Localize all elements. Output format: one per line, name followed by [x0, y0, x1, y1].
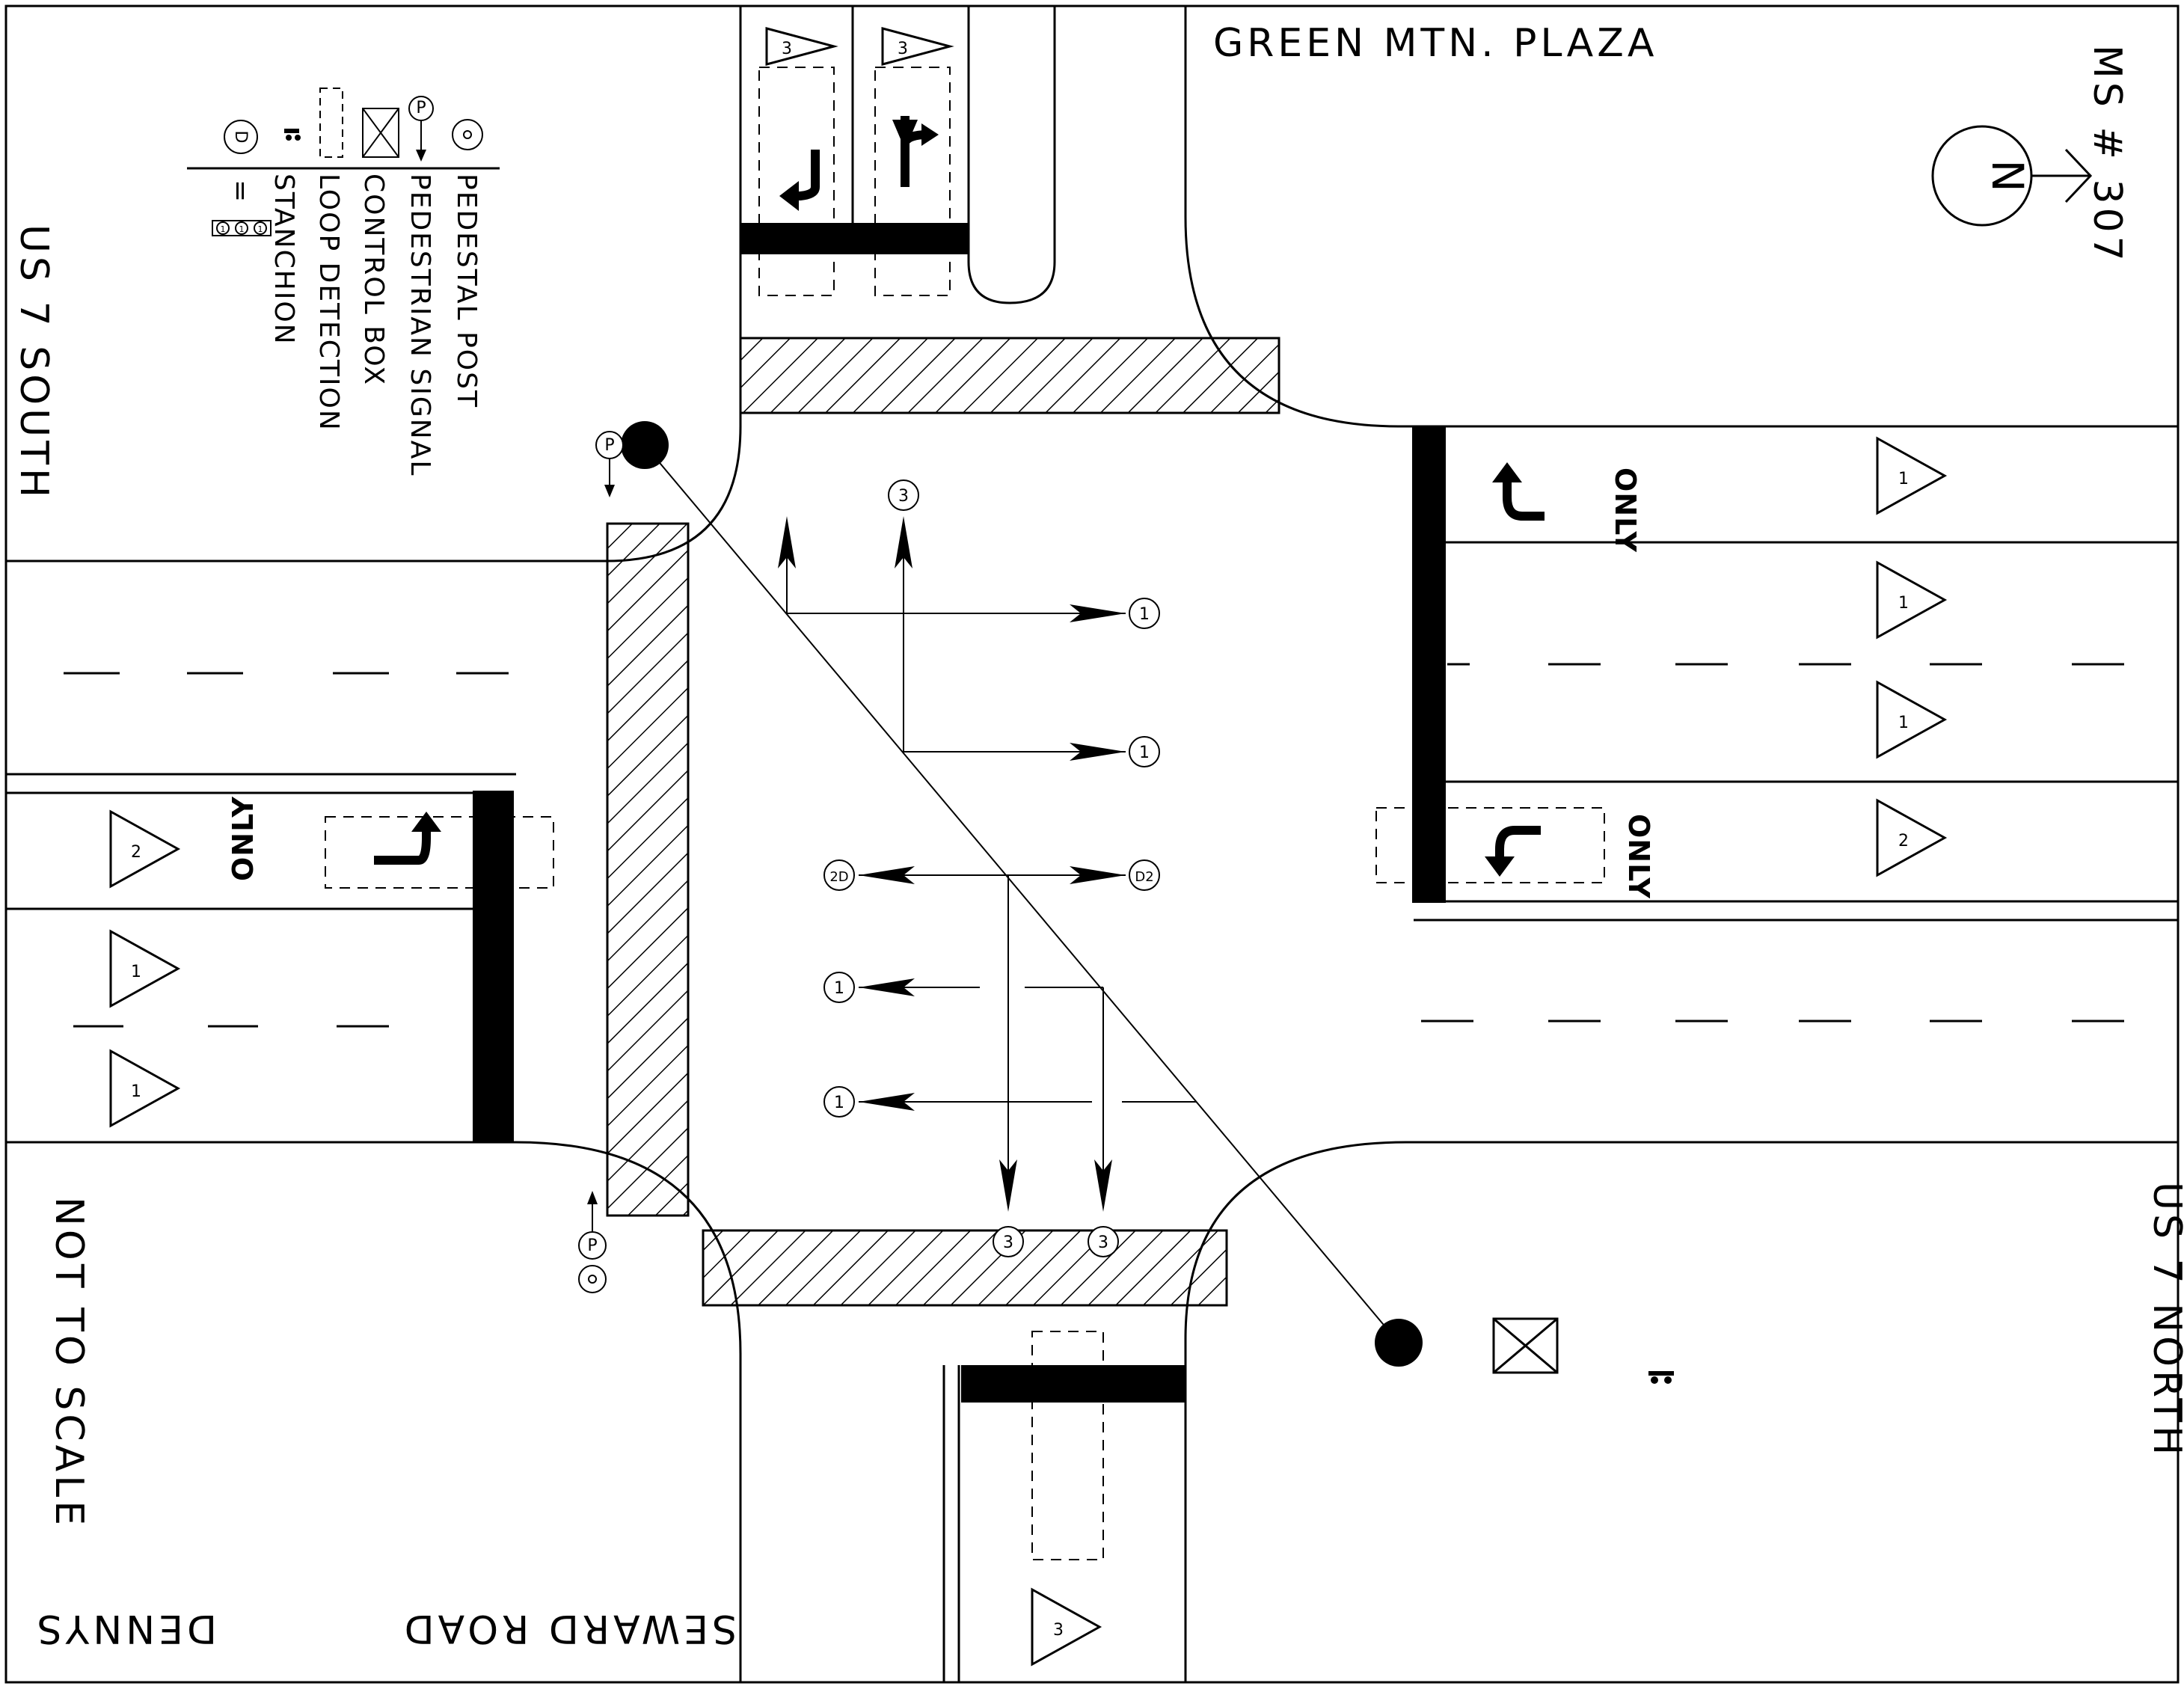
svg-text:D: D [231, 131, 250, 144]
legend-labels: PEDESTAL POST PEDESTRIAN SIGNAL CONTROL … [225, 174, 482, 476]
pedestal-post-icon [452, 119, 483, 150]
signal-head-3: 3 [898, 487, 909, 506]
sheet-id-label: MS # 307 [2085, 45, 2129, 265]
legend-label-control-box: CONTROL BOX [358, 174, 389, 386]
pedestrian-signal-legend-icon: P [408, 96, 434, 162]
signal-head-3b: 3 [1098, 1233, 1108, 1252]
phase-label-wb-left: 1 [1898, 470, 1909, 488]
svg-text:N: N [1982, 159, 2033, 191]
signal-head-2d: 2D [829, 869, 848, 885]
street-label-southwest: DENNYS [34, 1606, 217, 1651]
street-label-south: SEWARD ROAD [401, 1606, 737, 1651]
pedestrian-signal-icon: P [595, 431, 624, 497]
street-labels: GREEN MTN. PLAZA US 7 SOUTH US 7 NORTH M… [11, 21, 2184, 1651]
signal-head-1c: 1 [834, 979, 844, 998]
arrow-wb-left [1503, 479, 1545, 521]
phase-label-eb-through-a: 1 [131, 963, 141, 981]
street-label-east: US 7 NORTH [2144, 1182, 2184, 1459]
lane-dashes-fine [1795, 542, 2169, 782]
legend: P D PEDESTAL POST PEDESTRIAN SIGNAL CONT… [187, 88, 500, 476]
legend-label-stanchion: STANCHION [269, 174, 299, 346]
lane-triangles [109, 27, 1948, 1667]
svg-text:1: 1 [239, 224, 245, 234]
stanchion-legend-icon [284, 129, 301, 141]
phase-label-eb-left: 2 [131, 843, 141, 862]
phase-label-nb: 3 [1053, 1621, 1064, 1640]
phase-label-wb-right: 2 [1898, 832, 1909, 850]
signal-head-1a: 1 [1139, 605, 1150, 624]
legend-label-pedestrian-signal: PEDESTRIAN SIGNAL [405, 174, 435, 476]
pole-se [1375, 1319, 1423, 1367]
signal-head-1d: 1 [834, 1094, 844, 1112]
legend-label-pedestal-post: PEDESTAL POST [451, 174, 482, 408]
street-label-north: GREEN MTN. PLAZA [1213, 21, 1657, 66]
arrow-eb-left [374, 827, 431, 865]
north-arrow-icon: N [1931, 125, 2093, 227]
phase-label-wb-through-b: 1 [1898, 714, 1909, 732]
arrow-sb-right-turn [789, 150, 820, 200]
signal-head-layout [644, 444, 1399, 1343]
crosswalk-west [606, 522, 690, 1217]
svg-text:1: 1 [258, 224, 263, 234]
loop-detectors [325, 67, 1605, 1560]
scale-note: NOT TO SCALE [46, 1197, 91, 1529]
delay-head-legend-icon: D [224, 120, 258, 154]
signal-head-labels: 3 1 1 2D D2 1 1 3 3 [829, 487, 1153, 1252]
signal-head-arrowheads [778, 516, 1126, 1212]
lane-dashes [64, 663, 2124, 1028]
loop-detection-legend-icon [319, 88, 343, 158]
phase-label-sb-left: 3 [782, 40, 792, 58]
only-marking-wb: ONLY [1609, 468, 1642, 553]
signal-head-d2: D2 [1135, 869, 1153, 885]
street-label-west: US 7 SOUTH [11, 224, 56, 501]
signal-head-1b: 1 [1139, 744, 1150, 762]
only-marking-wb-right: ONLY [1622, 814, 1655, 899]
svg-text:P: P [587, 1236, 597, 1255]
pavement-arrowheads [411, 120, 1522, 877]
only-markings: ONLY ONLY ONLY [227, 468, 1655, 899]
signal-head-circles [823, 479, 1160, 1257]
pedestrian-signal-sw-icon: P [578, 1191, 607, 1293]
control-box-icon [1492, 1317, 1559, 1374]
phase-label-sb-through: 3 [898, 40, 908, 58]
legend-label-loop-detection: LOOP DETECTION [313, 174, 344, 432]
signal-head-legend-icon: 1 1 1 [212, 220, 272, 236]
only-marking-eb: ONLY [227, 796, 260, 881]
span-wire [644, 444, 1399, 1343]
stanchion-icon [1648, 1371, 1674, 1384]
control-box-legend-icon [362, 108, 399, 158]
svg-text:1: 1 [221, 224, 226, 234]
legend-equals: = [225, 180, 256, 203]
signal-head-3a: 3 [1003, 1233, 1013, 1252]
crosswalk-south [702, 1229, 1228, 1307]
stop-bars [473, 223, 1446, 1403]
arrow-wb-right [1495, 826, 1541, 860]
phase-label-eb-through-b: 1 [131, 1082, 141, 1101]
svg-text:P: P [604, 436, 614, 455]
svg-text:P: P [416, 99, 426, 117]
sheet-border [4, 4, 2180, 1684]
phase-label-wb-through-a: 1 [1898, 594, 1909, 613]
pole-nw [621, 421, 669, 469]
crosswalk-north [739, 337, 1280, 414]
lane-triangle-labels: 3 3 1 1 1 2 2 1 1 3 [131, 40, 1909, 1640]
